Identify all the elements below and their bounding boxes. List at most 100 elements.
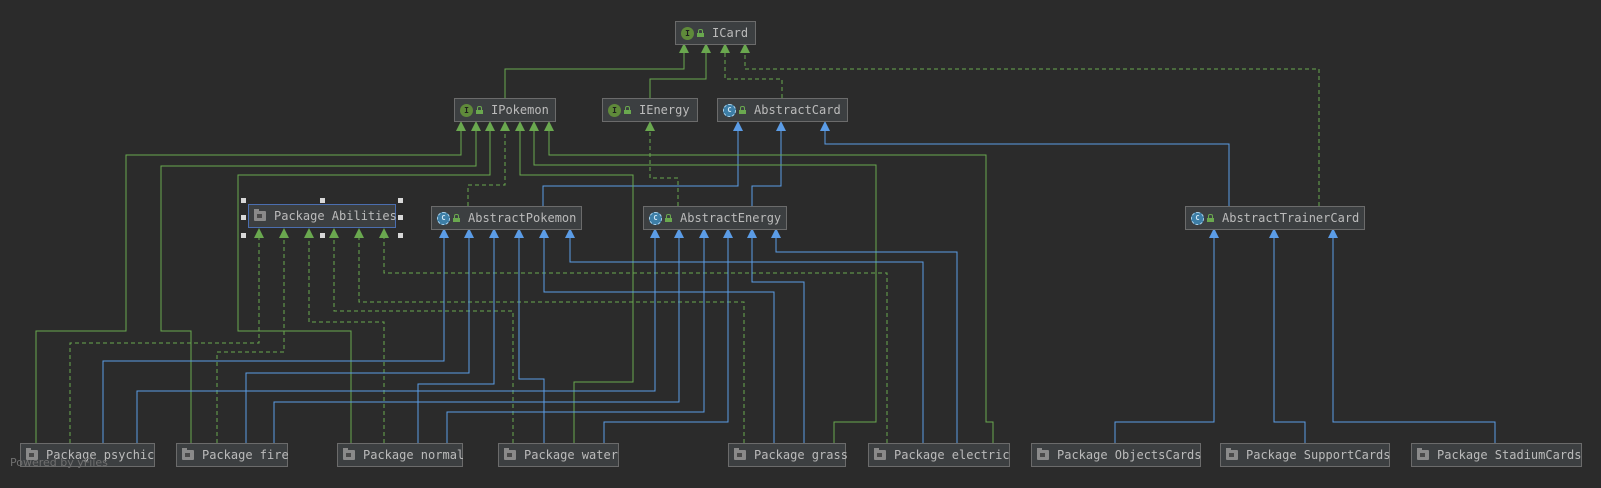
resize-handle[interactable] [398,215,403,220]
node-label: Package fire [202,448,289,462]
edge-ipokemon-to-icard [504,53,685,98]
resize-handle[interactable] [398,198,403,203]
interface-icon: I [460,103,473,117]
edge-abstractenergy-to-abstractcard [751,131,782,206]
edge-water-to-abilities [333,238,514,443]
package-icon [254,209,266,221]
node-ienergy[interactable]: I IEnergy [602,98,698,122]
arrowhead-normal-to-abstractenergy [699,228,709,238]
arrowhead-psychic-to-ipokemon [456,121,466,131]
resize-handle[interactable] [398,233,403,238]
arrowhead-supportcards-to-abstracttrainercard [1269,228,1279,238]
edge-abstracttrainercard-to-abstractcard [824,131,1230,206]
resize-handle[interactable] [241,233,246,238]
node-package-electric[interactable]: Package electric [868,443,1010,467]
abstract-class-icon: C [437,211,450,225]
package-icon [26,448,38,460]
edge-grass-to-abstractpokemon [543,238,775,443]
arrowhead-electric-to-abstractenergy [771,228,781,238]
node-label: Package Abilities [274,209,397,223]
node-package-water[interactable]: Package water [498,443,619,467]
package-icon [1037,448,1049,460]
edge-psychic-to-ipokemon [35,131,462,443]
node-abstractenergy[interactable]: C AbstractEnergy [643,206,787,230]
arrowhead-fire-to-abstractenergy [674,228,684,238]
node-abstractpokemon[interactable]: C AbstractPokemon [431,206,582,230]
powered-by-footer: Powered by yFiles [10,456,108,469]
edge-abstractpokemon-to-ipokemon [467,131,506,206]
edge-psychic-to-abstractenergy [136,238,656,443]
node-package-grass[interactable]: Package grass [728,443,848,467]
resize-handle[interactable] [320,233,325,238]
abstract-class-icon: C [723,103,736,117]
node-label: IEnergy [639,103,690,117]
node-package-abilities[interactable]: Package Abilities [248,204,397,228]
edge-ienergy-to-icard [649,53,707,98]
edge-normal-to-abstractenergy [446,238,705,443]
public-lock-icon [665,214,672,222]
node-package-psychic[interactable]: Package psychic [20,443,155,467]
edge-supportcards-to-abstracttrainercard [1273,238,1306,443]
node-package-normal[interactable]: Package normal [337,443,465,467]
node-package-supportcards[interactable]: Package SupportCards [1220,443,1391,467]
node-abstracttrainercard[interactable]: C AbstractTrainerCard [1185,206,1365,230]
arrowhead-abstracttrainercard-to-icard [740,43,750,53]
edge-psychic-to-abilities [69,238,260,443]
node-label: Package water [524,448,618,462]
edge-water-to-abstractpokemon [518,238,545,443]
arrowhead-abstractpokemon-to-abstractcard [733,121,743,131]
node-package-fire[interactable]: Package fire [176,443,289,467]
edge-fire-to-ipokemon [160,131,477,443]
arrowhead-water-to-abilities [329,228,339,238]
interface-icon: I [681,26,694,40]
edge-electric-to-abstractenergy [775,238,958,443]
arrowhead-psychic-to-abstractpokemon [439,228,449,238]
edge-normal-to-abstractpokemon [417,238,495,443]
node-label: Package normal [363,448,465,462]
package-icon [1417,448,1429,460]
arrowhead-grass-to-abstractenergy [747,228,757,238]
resize-handle[interactable] [241,215,246,220]
public-lock-icon [453,214,460,222]
edge-fire-to-abstractpokemon [245,238,470,443]
arrowhead-electric-to-abilities [379,228,389,238]
edge-fire-to-abstractenergy [273,238,680,443]
edge-objectscards-to-abstracttrainercard [1114,238,1215,443]
node-ipokemon[interactable]: I IPokemon [454,98,556,122]
node-abstractcard[interactable]: C AbstractCard [717,98,848,122]
arrowhead-water-to-abstractpokemon [514,228,524,238]
edge-grass-to-abstractenergy [751,238,805,443]
arrowhead-abstractcard-to-icard [720,43,730,53]
package-icon [874,448,886,460]
node-label: Package SupportCards [1246,448,1391,462]
node-package-stadiumcards[interactable]: Package StadiumCards [1411,443,1582,467]
node-label: Package psychic [46,448,155,462]
package-icon [1226,448,1238,460]
arrowhead-grass-to-abilities [354,228,364,238]
arrowhead-water-to-ipokemon [515,121,525,131]
arrowhead-water-to-abstractenergy [723,228,733,238]
arrowhead-abstractenergy-to-abstractcard [776,121,786,131]
arrowhead-electric-to-ipokemon [544,121,554,131]
node-label: ICard [712,26,749,40]
public-lock-icon [739,106,746,114]
edge-fire-to-abilities [216,238,285,443]
edge-grass-to-ipokemon [533,131,877,443]
edge-water-to-abstractenergy [603,238,729,443]
arrowhead-fire-to-abstractpokemon [464,228,474,238]
edge-grass-to-abilities [358,238,745,443]
edge-water-to-ipokemon [519,131,634,443]
interface-icon: I [608,103,621,117]
resize-handle[interactable] [241,198,246,203]
arrowhead-normal-to-abilities [304,228,314,238]
node-icard[interactable]: I ICard [675,21,756,45]
edge-stadiumcards-to-abstracttrainercard [1332,238,1496,443]
node-package-objectscards[interactable]: Package ObjectsCards [1031,443,1202,467]
package-icon [182,448,194,460]
resize-handle[interactable] [320,198,325,203]
node-label: AbstractPokemon [468,211,577,225]
node-label: IPokemon [491,103,549,117]
edge-abstractpokemon-to-abstractcard [542,131,739,206]
node-label: AbstractEnergy [680,211,782,225]
